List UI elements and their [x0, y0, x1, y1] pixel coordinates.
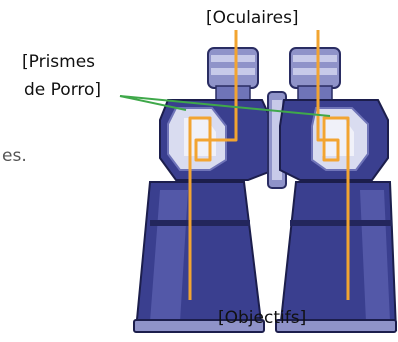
label-prismes-line2: de Porro]: [24, 78, 101, 102]
label-prismes-line1: [Prismes: [22, 50, 95, 74]
right-barrel: [276, 48, 396, 332]
left-barrel: [134, 48, 274, 332]
left-eyepiece-neck: [216, 86, 250, 100]
left-eyepiece-ring-1: [211, 55, 255, 62]
label-oculaires: [Oculaires]: [206, 6, 299, 30]
left-eyepiece-ring-2: [211, 68, 255, 75]
text-fragment: es.: [2, 146, 27, 166]
right-eyepiece-ring-1: [293, 55, 337, 62]
right-eyepiece-ring-2: [293, 68, 337, 75]
label-objectifs: [Objectifs]: [218, 306, 306, 330]
left-barrel-band: [150, 220, 250, 226]
right-eyepiece-neck: [298, 86, 332, 100]
right-barrel-band: [290, 220, 392, 226]
